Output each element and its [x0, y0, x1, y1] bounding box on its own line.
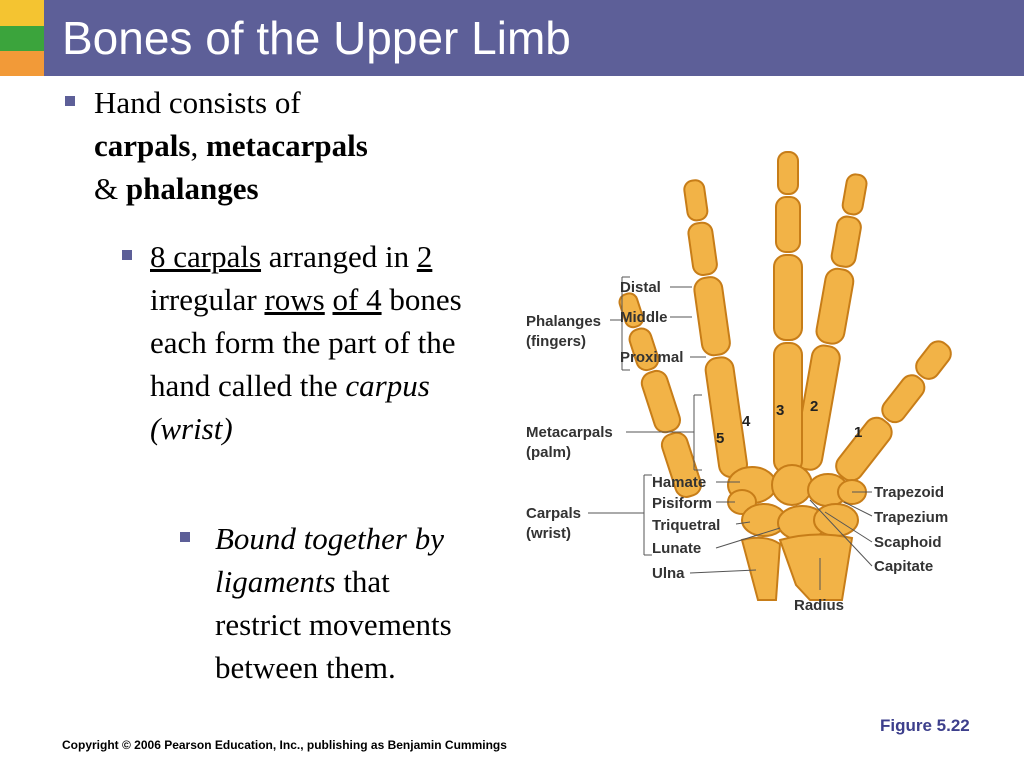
term-two: 2	[416, 239, 433, 274]
middle-finger-bones	[773, 151, 803, 474]
label-capitate: Capitate	[874, 558, 933, 575]
label-ulna: Ulna	[652, 565, 685, 582]
slide-title: Bones of the Upper Limb	[62, 12, 571, 64]
term-ligaments: Bound together by ligaments	[215, 521, 445, 599]
digit-number-5: 5	[716, 430, 724, 447]
corner-orange	[0, 51, 44, 76]
comma: ,	[190, 128, 206, 163]
corner-yellow	[0, 0, 44, 26]
label-wrist: (wrist)	[526, 525, 571, 542]
digit-number-4: 4	[742, 413, 751, 430]
term-carpals: carpals	[94, 128, 191, 163]
bullet-icon	[122, 250, 132, 260]
label-triquetral: Triquetral	[652, 517, 720, 534]
label-pisiform: Pisiform	[652, 495, 712, 512]
term-8-carpals: 8 carpals	[150, 239, 262, 274]
bullet-text: bones each form the part of the hand cal…	[150, 282, 462, 403]
label-carpals: Carpals	[526, 505, 581, 522]
title-bar: Bones of the Upper Limb	[0, 0, 1024, 76]
bullet-icon	[65, 96, 75, 106]
label-trapezium: Trapezium	[874, 509, 948, 526]
label-radius: Radius	[794, 597, 844, 614]
label-fingers: (fingers)	[526, 333, 586, 350]
bullet-carpals: 8 carpals arranged in 2 irregular rows o…	[150, 235, 470, 450]
digit-number-2: 2	[810, 398, 818, 415]
label-middle: Middle	[620, 309, 668, 326]
index-finger-bones	[793, 173, 868, 471]
hand-bones	[618, 151, 952, 601]
bullet-ligaments: Bound together by ligaments that restric…	[215, 517, 475, 689]
figure-label: Figure 5.22	[880, 716, 970, 735]
corner-accent	[0, 0, 44, 76]
bullet-text: Hand consists of	[94, 85, 301, 120]
digit-number-1: 1	[854, 424, 862, 441]
ampersand: &	[94, 171, 126, 206]
bullet-hand: Hand consists of carpals, metacarpals & …	[94, 81, 474, 210]
term-metacarpals: metacarpals	[205, 128, 368, 163]
radius-bone	[778, 533, 854, 601]
label-distal: Distal	[620, 279, 661, 296]
label-palm: (palm)	[526, 444, 571, 461]
label-metacarpals: Metacarpals	[526, 424, 613, 441]
label-hamate: Hamate	[652, 474, 706, 491]
ring-finger-bones	[683, 179, 748, 478]
little-finger-bones	[618, 292, 702, 498]
hand-bones-diagram: Distal Middle Proximal Phalanges (finger…	[526, 151, 952, 614]
bullet-text: that restrict movements between them.	[215, 564, 452, 685]
bullet-text: irregular	[150, 282, 265, 317]
term-phalanges: phalanges	[125, 171, 259, 206]
label-trapezoid: Trapezoid	[874, 484, 944, 501]
copyright-footer: Copyright © 2006 Pearson Education, Inc.…	[62, 738, 507, 752]
term-rows: rows	[264, 282, 325, 317]
label-lunate: Lunate	[652, 540, 701, 557]
thumb-bones	[835, 340, 952, 482]
term-of-4: of 4	[332, 282, 382, 317]
bullet-icon	[180, 532, 190, 542]
ulna-bone	[740, 536, 782, 601]
digit-number-3: 3	[776, 402, 784, 419]
label-proximal: Proximal	[620, 349, 683, 366]
corner-green	[0, 26, 44, 51]
bullet-text: arranged in	[261, 239, 417, 274]
leader-lines	[588, 276, 873, 590]
term-carpus: carpus (wrist)	[150, 368, 430, 446]
label-scaphoid: Scaphoid	[874, 534, 942, 551]
label-phalanges: Phalanges	[526, 313, 601, 330]
